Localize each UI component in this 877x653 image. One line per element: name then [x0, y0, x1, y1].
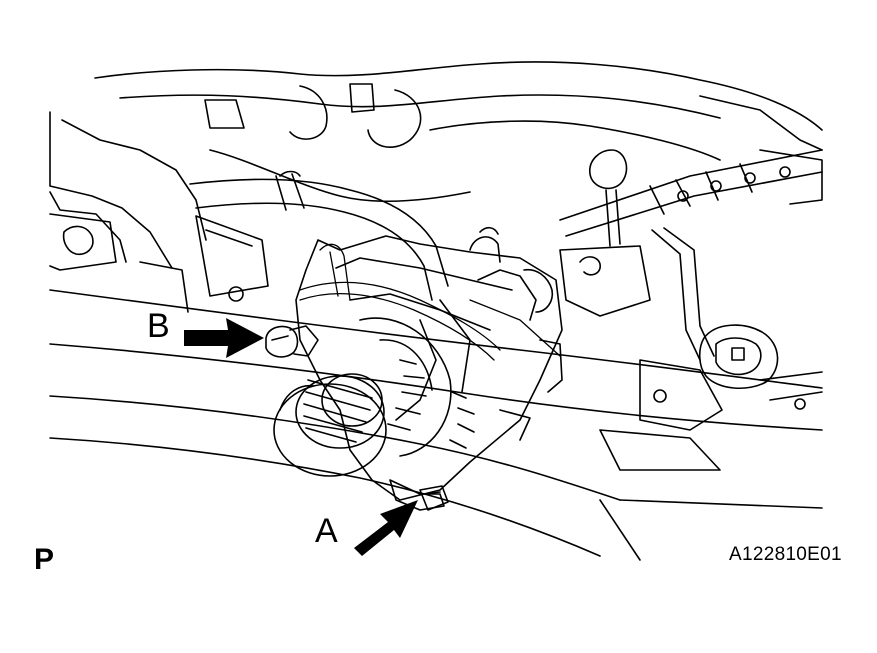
- mounting-bolt-b-outline: [265, 325, 319, 358]
- alternator-pulley-outline: [273, 373, 387, 477]
- callout-arrow-a: [354, 500, 418, 556]
- mounting-bolt-a-outline: [419, 485, 449, 511]
- left-bracket-outline: [49, 111, 269, 313]
- callout-label-b: B: [147, 307, 170, 345]
- callout-arrow-b: [184, 318, 264, 358]
- engine-cover-outline: [94, 61, 823, 205]
- crossmember-outline: [559, 149, 823, 471]
- alternator-body-outline: [295, 226, 563, 511]
- view-marker-p: P: [34, 543, 55, 576]
- callout-label-a: A: [315, 512, 338, 550]
- wire-harness-outline: [299, 243, 561, 361]
- coolant-hose-outline: [189, 170, 449, 301]
- figure-code: A122810E01: [729, 544, 842, 565]
